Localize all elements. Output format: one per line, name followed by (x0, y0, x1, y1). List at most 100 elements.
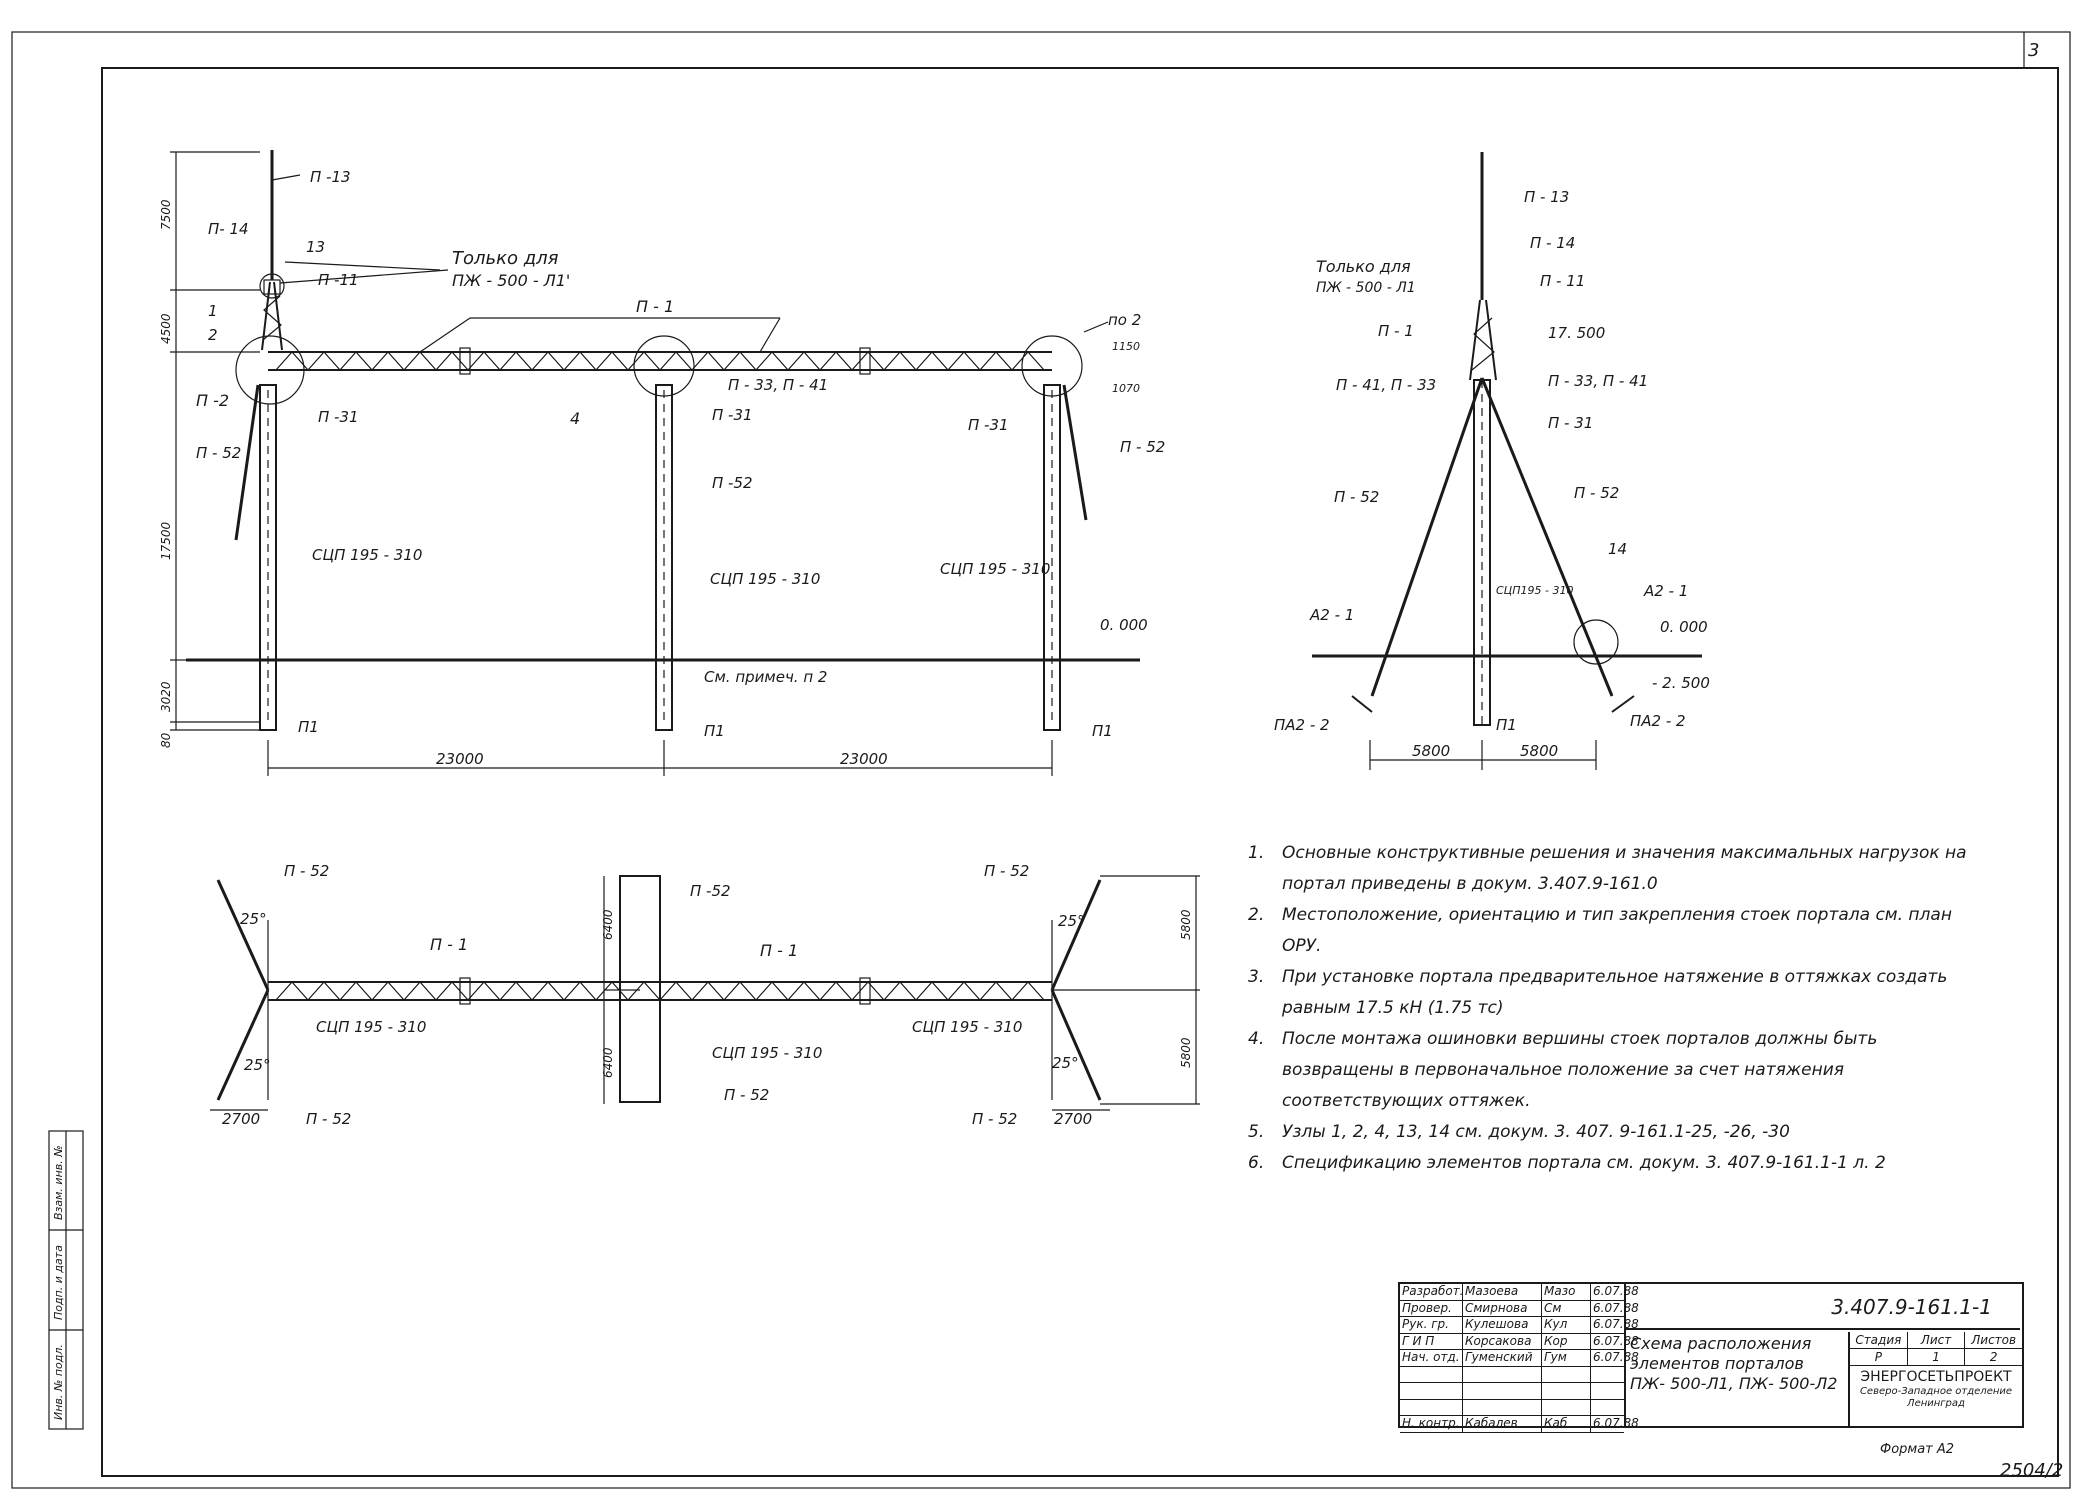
role (1400, 1399, 1463, 1415)
label-p2: П -2 (196, 391, 229, 410)
label-d2700a: 2700 (222, 1110, 260, 1128)
label-d5800b: 5800 (1520, 742, 1558, 760)
note-text: Основные конструктивные решения и значен… (1282, 843, 1967, 894)
front-elevation (170, 150, 1140, 776)
label-d17500: 17500 (159, 521, 173, 560)
org-name: ЭНЕРГОСЕТЬПРОЕКТ (1860, 1369, 2012, 1385)
sheet-header-cell: Лист (1908, 1332, 1966, 1348)
label-d6400a: 6400 (601, 909, 615, 940)
label-d1070: 1070 (1112, 382, 1140, 395)
beam-lattice (275, 351, 1045, 371)
label-p52c: П - 52 (1120, 438, 1165, 456)
label-p3341: П - 33, П - 41 (728, 376, 828, 394)
signature: Кул (1542, 1317, 1591, 1333)
side-elevation (1312, 152, 1702, 770)
label-d6400b: 6400 (601, 1047, 615, 1078)
label-a21b: А2 - 1 (1643, 582, 1688, 600)
stamp-sign: Подп. и дата (52, 1245, 65, 1320)
note-item: 6.Спецификацию элементов портала см. док… (1248, 1148, 1968, 1179)
note-number: 5. (1248, 1122, 1265, 1142)
label-p52i: П - 52 (724, 1086, 769, 1104)
label-p13: П -13 (310, 168, 351, 186)
label-node4: 4 (570, 409, 580, 428)
stage-header: Стадия Лист Листов (1850, 1332, 2022, 1349)
note-text: Узлы 1, 2, 4, 13, 14 см. докум. 3. 407. … (1282, 1122, 1790, 1142)
stage-table: Стадия Лист Листов Р 1 2 ЭНЕРГОСЕТЬПРОЕК… (1848, 1332, 2022, 1426)
label-p4133: П - 41, П - 33 (1336, 376, 1436, 394)
label-p52f: П - 52 (284, 862, 329, 880)
label-po2: по 2 (1108, 311, 1141, 329)
label-p52d: П - 52 (1334, 488, 1379, 506)
note-item: 2.Местоположение, ориентацию и тип закре… (1248, 900, 1968, 962)
label-d23000b: 23000 (840, 750, 888, 768)
label-d5800a: 5800 (1412, 742, 1450, 760)
role: Нач. отд. (1400, 1350, 1463, 1366)
label-scp5: СЦП 195 - 310 (316, 1018, 426, 1036)
label-p31c: П -31 (968, 416, 1009, 434)
note-number: 4. (1248, 1029, 1265, 1049)
role: Н. контр. (1400, 1416, 1463, 1432)
labels: П -13 П- 14 13 П -11 Только для ПЖ - 500… (159, 168, 1710, 1128)
label-p31a: П -31 (318, 408, 359, 426)
label-p31d: П - 31 (1548, 414, 1593, 432)
drawing-title: Схема расположения элементов порталов ПЖ… (1630, 1334, 1840, 1394)
note-item: 4. После монтажа ошиновки вершины стоек п… (1248, 1024, 1968, 1117)
note-number: 3. (1248, 967, 1265, 987)
organization: ЭНЕРГОСЕТЬПРОЕКТ Северо-Западное отделен… (1850, 1366, 2022, 1410)
role: Г И П (1400, 1333, 1463, 1349)
label-p1d: П - 1 (760, 941, 798, 960)
inner-frame (101, 67, 2059, 1477)
label-only-for-1: Только для (452, 248, 559, 269)
surname: Гуменский (1463, 1350, 1542, 1366)
label-ang4: 25° (1052, 1054, 1079, 1072)
label-d5800d: 5800 (1179, 1037, 1193, 1068)
label-p14b: П - 14 (1530, 234, 1575, 252)
surname: Корсакова (1463, 1333, 1542, 1349)
label-scp6: СЦП 195 - 310 (712, 1044, 822, 1062)
inventory-number: 2504/2 (2000, 1460, 2064, 1481)
signature: См (1542, 1300, 1591, 1316)
note-text: После монтажа ошиновки вершины стоек пор… (1282, 1029, 1878, 1111)
surname: Мазоева (1463, 1284, 1542, 1300)
label-p31b: П -31 (712, 406, 753, 424)
org-sub: Северо-Западное отделение Ленинград (1859, 1386, 2013, 1409)
label-only-for-2: Только для (1316, 257, 1411, 276)
signature: Мазо (1542, 1284, 1591, 1300)
column-middle (655, 384, 673, 731)
signature-row (1400, 1383, 1624, 1400)
sheets-header-cell: Листов (1971, 1333, 2017, 1347)
surname (1463, 1366, 1542, 1382)
label-p52k: П - 52 (972, 1110, 1017, 1128)
signature: Кор (1542, 1333, 1591, 1349)
surname: Кабалев (1463, 1416, 1542, 1432)
label-pi1a: П1 (298, 718, 319, 736)
note-text: Спецификацию элементов портала см. докум… (1282, 1153, 1886, 1173)
signature (1542, 1399, 1591, 1415)
label-p1b: П - 1 (1378, 322, 1414, 340)
date (1591, 1367, 1623, 1383)
label-p13b: П - 13 (1524, 188, 1569, 206)
format-label: Формат А2 (1880, 1442, 1955, 1457)
label-d7500: 7500 (159, 199, 173, 230)
label-p52j: П - 52 (306, 1110, 351, 1128)
label-scp1: СЦП 195 - 310 (312, 546, 422, 564)
label-ang3: 25° (244, 1056, 271, 1074)
label-lvl25: - 2. 500 (1652, 674, 1710, 692)
date (1591, 1383, 1623, 1399)
label-only-for-1b: ПЖ - 500 - Л1' (452, 271, 570, 290)
signature (1542, 1366, 1591, 1382)
label-scp4: СЦП195 - 310 (1496, 584, 1573, 597)
stamp-inv: Инв. № подл. (52, 1344, 65, 1420)
stage-value: Р (1850, 1349, 1908, 1365)
surname (1463, 1383, 1542, 1399)
stamp-replace: Взам. инв. № (52, 1145, 65, 1220)
label-pa22a: ПА2 - 2 (1274, 716, 1330, 734)
date (1591, 1400, 1623, 1416)
date: 6.07.88 (1593, 1317, 1639, 1331)
